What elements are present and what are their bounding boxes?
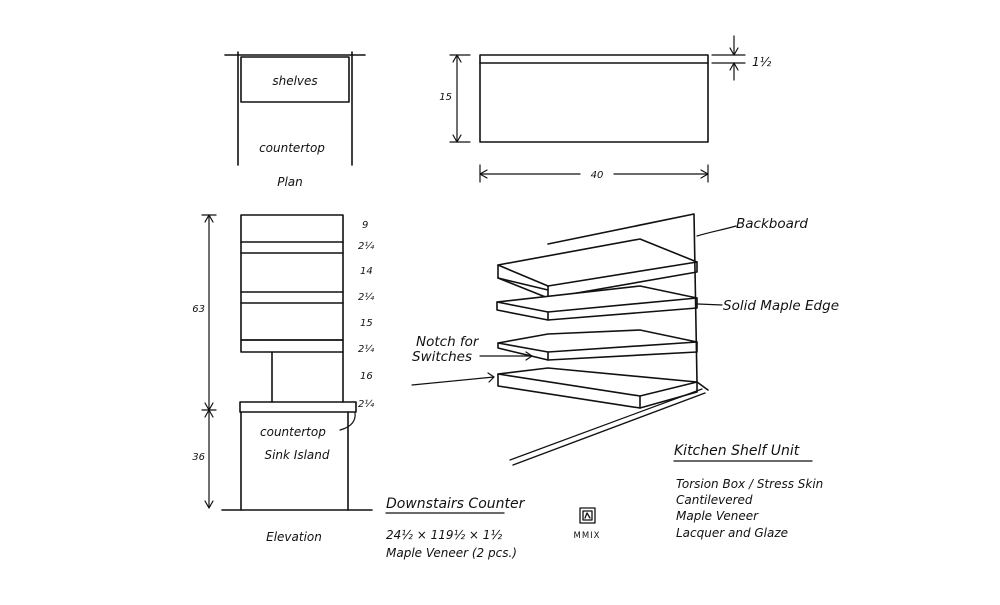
elevation-lowest-shelf bbox=[240, 339, 344, 353]
thickness-label: 1½ bbox=[752, 55, 772, 69]
top-view-outline bbox=[479, 54, 709, 143]
elevation-shelf-dims: 9 2¼ 14 2¼ 15 2¼ 16 2¼ bbox=[358, 220, 374, 410]
spec-line-3: Maple Veneer bbox=[676, 509, 759, 523]
shelf-dim-7: 16 bbox=[360, 371, 373, 382]
depth-label: 15 bbox=[439, 92, 452, 103]
backboard bbox=[547, 213, 698, 383]
shelf-dim-5: 15 bbox=[360, 318, 373, 329]
shelf-2 bbox=[496, 285, 698, 321]
sink-island-label: Sink Island bbox=[264, 448, 329, 462]
kitchen-shelf-unit-note: Kitchen Shelf Unit Torsion Box / Stress … bbox=[673, 443, 823, 540]
shelf-1 bbox=[497, 238, 698, 299]
shelf-dim-8: 2¼ bbox=[358, 398, 374, 410]
plan-view bbox=[224, 51, 366, 166]
backboard-leader bbox=[696, 225, 737, 237]
elevation-countertop-label: countertop bbox=[260, 425, 326, 439]
lower-height-label: 36 bbox=[192, 452, 205, 463]
backboard-label: Backboard bbox=[736, 216, 808, 232]
countertop-leader bbox=[339, 412, 356, 431]
width-label: 40 bbox=[591, 170, 604, 181]
elevation-view bbox=[201, 214, 373, 511]
elevation-countertop bbox=[239, 401, 357, 413]
downstairs-counter-note: Downstairs Counter 24½ × 119½ × 1½ Maple… bbox=[385, 496, 526, 560]
elevation-title: Elevation bbox=[266, 530, 322, 544]
edge-leader bbox=[697, 303, 723, 306]
notch-label-line2: Switches bbox=[412, 349, 472, 365]
signature-year: MMIX bbox=[574, 531, 601, 541]
plan-title: Plan bbox=[277, 175, 303, 189]
signature-mark: MMIX bbox=[574, 507, 601, 541]
downstairs-counter-dims: 24½ × 119½ × 1½ bbox=[386, 528, 502, 542]
shelf-dim-3: 14 bbox=[360, 266, 373, 277]
shelf-dim-2: 2¼ bbox=[358, 240, 374, 252]
perspective-sketch bbox=[411, 213, 737, 466]
plan-countertop-label: countertop bbox=[259, 141, 325, 155]
notch-leader-2 bbox=[411, 376, 495, 386]
spec-line-2: Cantilevered bbox=[676, 493, 753, 507]
shelf-3 bbox=[497, 329, 698, 361]
shelf-4 bbox=[497, 367, 698, 409]
elevation-shelf-stack bbox=[240, 214, 344, 341]
plan-shelves-box bbox=[240, 56, 350, 103]
notch-label-line1: Notch for bbox=[416, 334, 480, 350]
shelf-dim-6: 2¼ bbox=[358, 343, 374, 355]
solid-maple-edge-label: Solid Maple Edge bbox=[723, 298, 839, 314]
spec-line-1: Torsion Box / Stress Skin bbox=[676, 477, 823, 491]
shelf-dim-1: 9 bbox=[362, 220, 368, 231]
shelf-dim-4: 2¼ bbox=[358, 291, 374, 303]
kitchen-shelf-unit-heading: Kitchen Shelf Unit bbox=[674, 443, 800, 459]
upper-height-label: 63 bbox=[192, 304, 205, 315]
top-view bbox=[449, 35, 746, 183]
spec-line-4: Lacquer and Glaze bbox=[676, 526, 788, 540]
downstairs-counter-heading: Downstairs Counter bbox=[386, 496, 526, 512]
perspective-countertop-edge bbox=[512, 392, 706, 466]
plan-shelves-label: shelves bbox=[272, 74, 317, 88]
downstairs-counter-material: Maple Veneer (2 pcs.) bbox=[386, 546, 517, 560]
monogram-stamp-icon bbox=[579, 507, 596, 524]
